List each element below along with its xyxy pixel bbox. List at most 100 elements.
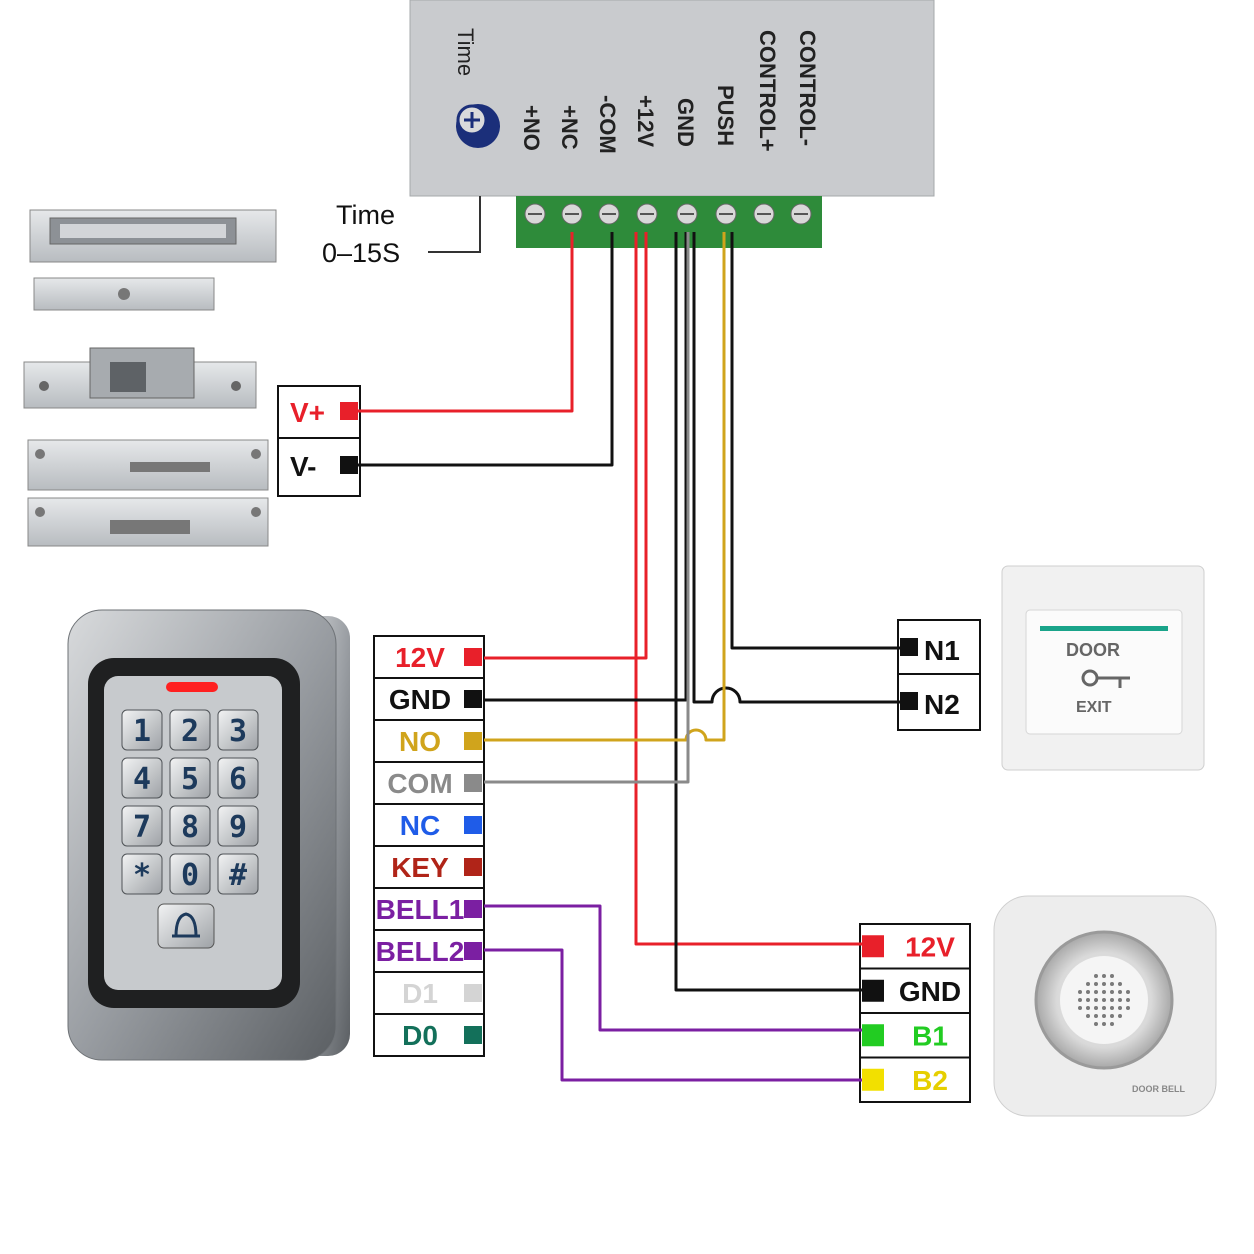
keypad-terminal-pin	[464, 942, 482, 960]
screw-icon	[676, 203, 698, 225]
screw-icon	[715, 203, 737, 225]
ps-label-12v: +12V	[633, 95, 658, 147]
keypad-key: 8	[169, 805, 211, 847]
keypad-key: #	[217, 853, 259, 895]
wire-doorbell-12v	[634, 232, 862, 946]
keypad-key-label: 1	[133, 714, 151, 749]
ps-label-time: Time	[453, 28, 478, 76]
magnetic-lock-image	[29, 209, 277, 311]
keypad-terminal-label: COM	[387, 768, 452, 799]
bell-icon	[174, 912, 198, 938]
doorbell-terminal-label: GND	[899, 976, 961, 1007]
keypad-terminal-label: NO	[399, 726, 441, 757]
keypad-terminal-pin	[464, 648, 482, 666]
keypad-key-label: 7	[133, 810, 151, 845]
electric-strike-image	[23, 347, 257, 409]
power-supply-labels: CONTROL- CONTROL+ PUSH GND +12V -COM +NC…	[453, 28, 820, 154]
lock-terminal-v-plus: V+	[290, 397, 325, 428]
keypad-key: 9	[217, 805, 259, 847]
power-supply-box	[409, 0, 935, 197]
time-potentiometer-icon	[456, 104, 500, 148]
keypad-key-label: 4	[133, 762, 151, 797]
wires	[358, 232, 900, 1082]
keypad-terminal-pin	[464, 774, 482, 792]
time-note-range: 0–15S	[322, 238, 400, 268]
ps-label-control-plus: CONTROL+	[755, 30, 780, 152]
ps-label-gnd: GND	[673, 98, 698, 147]
doorbell-terminal-label: B2	[912, 1065, 948, 1096]
wire-keypad-gnd	[484, 232, 688, 702]
ps-label-nc: +NC	[557, 105, 582, 150]
status-led	[166, 682, 218, 692]
screw-icon	[524, 203, 546, 225]
keypad-terminal-pin	[464, 690, 482, 708]
screw-icon	[636, 203, 658, 225]
wire-doorbell-gnd	[674, 232, 862, 992]
keypad-key: 5	[169, 757, 211, 799]
keypad-key: 2	[169, 709, 211, 751]
keypad-key: 0	[169, 853, 211, 895]
ps-label-push: PUSH	[713, 85, 738, 146]
ps-label-no: +NO	[519, 105, 544, 151]
wire-exit-n1	[730, 232, 900, 650]
wire-bell1	[484, 904, 862, 1032]
terminal-block	[516, 196, 822, 248]
exit-button-door-text: DOOR	[1066, 640, 1120, 660]
keypad-terminal-pin	[464, 816, 482, 834]
doorbell-terminal-pin	[862, 1068, 884, 1091]
exit-terminal-n1-pin	[900, 638, 918, 656]
time-note-title: Time	[336, 200, 395, 230]
keypad-key: 3	[217, 709, 259, 751]
keypad-terminal-label: BELL1	[376, 894, 465, 925]
keypad-key-label: 6	[229, 762, 247, 797]
keypad-terminal-label: D0	[402, 1020, 438, 1051]
exit-button-exit-text: EXIT	[1076, 699, 1112, 716]
keypad-key: 6	[217, 757, 259, 799]
doorbell-terminal-label: B1	[912, 1020, 948, 1051]
screw-icon	[753, 203, 775, 225]
keypad-terminal-label: 12V	[395, 642, 445, 673]
lock-terminal-v-plus-pin	[340, 402, 358, 420]
time-callout-line	[428, 196, 481, 253]
keypad-terminal-label: KEY	[391, 852, 449, 883]
keypad-terminal-pin	[464, 900, 482, 918]
doorbell-device: DOOR BELL	[993, 895, 1217, 1117]
wire-bell2	[484, 948, 862, 1082]
keypad-key-label: *	[133, 858, 151, 893]
doorbell-terminal-label: 12V	[905, 931, 955, 962]
keypad-terminal-label: GND	[389, 684, 451, 715]
keypad-key: 7	[121, 805, 163, 847]
bolt-lock-image	[27, 439, 269, 547]
wire-keypad-no	[484, 232, 726, 742]
screw-icon	[598, 203, 620, 225]
keypad-terminal-label: NC	[400, 810, 440, 841]
wire-keypad-12v	[484, 232, 648, 660]
keypad-key: *	[121, 853, 163, 895]
keypad-key-label: 5	[181, 762, 199, 797]
power-supply-unit: CONTROL- CONTROL+ PUSH GND +12V -COM +NC…	[322, 0, 935, 268]
lock-terminal-v-minus: V-	[290, 451, 316, 482]
doorbell-terminal-pin	[862, 979, 884, 1002]
keypad-key: 1	[121, 709, 163, 751]
keypad-key-label: 0	[181, 858, 199, 893]
screw-icon	[790, 203, 812, 225]
terminal-screws	[524, 203, 812, 225]
keypad-key: 4	[121, 757, 163, 799]
ps-label-com: -COM	[595, 95, 620, 154]
doorbell-key	[157, 903, 215, 949]
keypad-key-label: 8	[181, 810, 199, 845]
keypad-terminal-label: D1	[402, 978, 438, 1009]
screw-icon	[561, 203, 583, 225]
exit-terminal-n2: N2	[924, 689, 960, 720]
wire-lock-v-plus	[358, 232, 574, 413]
keypad-terminal-pin	[464, 1026, 482, 1044]
ps-label-control-minus: CONTROL-	[795, 30, 820, 146]
wire-lock-v-minus	[358, 232, 614, 467]
lock-terminal-v-minus-pin	[340, 456, 358, 474]
keypad-terminal-pin	[464, 858, 482, 876]
keypad-key-label: 9	[229, 810, 247, 845]
doorbell-brand-text: DOOR BELL	[1132, 1084, 1186, 1094]
